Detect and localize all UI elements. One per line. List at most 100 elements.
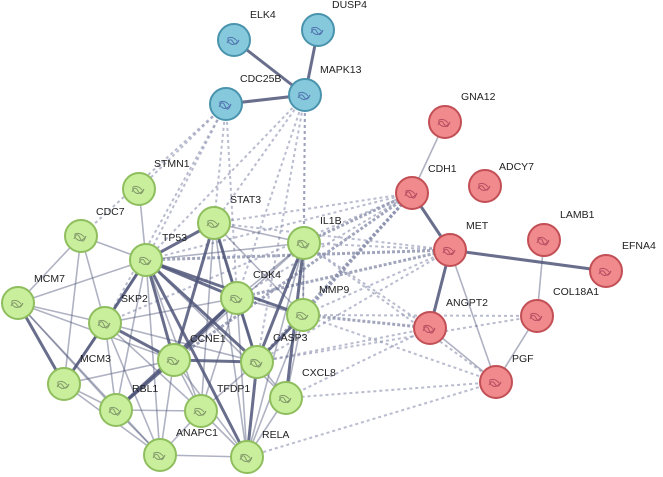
- node-circle[interactable]: [230, 440, 264, 474]
- node-circle[interactable]: [184, 394, 218, 428]
- protein-structure-icon: [598, 267, 612, 276]
- node-label: PGF: [512, 353, 534, 365]
- node-circle[interactable]: [468, 169, 502, 203]
- node-ccne1[interactable]: CCNE1: [157, 333, 226, 377]
- node-circle[interactable]: [157, 343, 191, 377]
- node-circle[interactable]: [88, 306, 122, 340]
- protein-structure-icon: [56, 380, 70, 389]
- protein-structure-icon: [218, 100, 232, 110]
- node-skp2[interactable]: SKP2: [88, 293, 148, 340]
- node-circle[interactable]: [301, 13, 335, 47]
- node-gna12[interactable]: GNA12: [428, 91, 496, 139]
- node-circle[interactable]: [1, 286, 35, 320]
- node-circle[interactable]: [433, 233, 467, 267]
- node-tfdp1[interactable]: TFDP1: [184, 383, 250, 428]
- node-label: LAMB1: [560, 209, 595, 221]
- node-circle[interactable]: [479, 365, 513, 399]
- edge-stat3-ccne1: [172, 222, 216, 361]
- edge-il1b-casp3: [255, 242, 306, 363]
- node-circle[interactable]: [428, 105, 462, 139]
- node-cxcl8[interactable]: CXCL8: [269, 367, 336, 415]
- node-stmn1[interactable]: STMN1: [122, 158, 190, 206]
- node-label: CCNE1: [190, 333, 226, 345]
- protein-structure-icon: [249, 358, 263, 368]
- edge-cdh1-tp53: [145, 192, 413, 261]
- edge-cdh1-cdk4: [236, 192, 413, 299]
- node-lamb1[interactable]: LAMB1: [527, 209, 595, 257]
- edge-cdc25b-cdk4: [225, 103, 238, 299]
- protein-structure-icon: [108, 406, 122, 416]
- node-circle[interactable]: [99, 393, 133, 427]
- node-mcm7[interactable]: MCM7: [1, 273, 65, 320]
- node-label: ADCY7: [499, 161, 534, 173]
- node-casp3[interactable]: CASP3: [240, 332, 308, 379]
- protein-structure-icon: [97, 319, 111, 329]
- node-circle[interactable]: [589, 254, 623, 288]
- node-rbl1[interactable]: RBL1: [99, 383, 158, 427]
- node-met[interactable]: MET: [433, 220, 489, 267]
- node-angpt2[interactable]: ANGPT2: [413, 297, 488, 345]
- protein-structure-icon: [229, 294, 243, 304]
- node-label: STAT3: [230, 194, 261, 206]
- edge-pgf-il1b: [303, 242, 497, 383]
- node-cdc7[interactable]: CDC7: [64, 206, 125, 253]
- node-mcm3[interactable]: MCM3: [47, 353, 111, 401]
- edge-tp53-casp3: [144, 258, 259, 364]
- edge-met-cdk4: [236, 248, 451, 300]
- node-efna4[interactable]: EFNA4: [589, 240, 656, 288]
- node-circle[interactable]: [288, 78, 322, 112]
- node-cdc25b[interactable]: CDC25B: [209, 73, 281, 121]
- node-dusp4[interactable]: DUSP4: [301, 0, 367, 47]
- node-label: ELK4: [250, 9, 276, 21]
- node-cdh1[interactable]: CDH1: [395, 163, 457, 210]
- node-circle[interactable]: [122, 172, 156, 206]
- node-circle[interactable]: [143, 438, 177, 472]
- node-mapk13[interactable]: MAPK13: [288, 64, 362, 112]
- edge-mapk13-mmp9: [302, 94, 306, 316]
- node-circle[interactable]: [395, 176, 429, 210]
- node-adcy7[interactable]: ADCY7: [468, 161, 534, 203]
- node-circle[interactable]: [240, 345, 274, 379]
- node-circle[interactable]: [197, 206, 231, 240]
- node-elk4[interactable]: ELK4: [217, 9, 276, 57]
- edge-met-mmp9: [302, 249, 451, 316]
- edge-angpt2-cxcl8: [285, 327, 431, 399]
- node-circle[interactable]: [269, 381, 303, 415]
- protein-structure-icon: [296, 239, 310, 249]
- node-circle[interactable]: [287, 226, 321, 260]
- node-circle[interactable]: [129, 243, 163, 277]
- node-circle[interactable]: [47, 367, 81, 401]
- node-pgf[interactable]: PGF: [479, 353, 534, 399]
- node-label: CASP3: [273, 332, 308, 344]
- node-label: MET: [466, 220, 489, 232]
- node-mmp9[interactable]: MMP9: [286, 284, 349, 332]
- node-label: GNA12: [461, 91, 496, 103]
- node-label: RELA: [262, 429, 289, 441]
- node-label: COL18A1: [553, 286, 599, 298]
- node-circle[interactable]: [217, 23, 251, 57]
- edge-mapk13-stat3: [213, 94, 306, 224]
- node-tp53[interactable]: TP53: [129, 232, 187, 277]
- node-stat3[interactable]: STAT3: [197, 194, 261, 240]
- protein-structure-icon: [152, 451, 166, 461]
- node-cdk4[interactable]: CDK4: [220, 269, 281, 315]
- node-il1b[interactable]: IL1B: [287, 215, 342, 260]
- node-circle[interactable]: [413, 311, 447, 345]
- node-circle[interactable]: [527, 223, 561, 257]
- node-label: EFNA4: [622, 240, 656, 252]
- node-rela[interactable]: RELA: [230, 429, 289, 474]
- edge-col18a1-casp3: [256, 315, 538, 363]
- node-anapc1[interactable]: ANAPC1: [143, 427, 218, 472]
- node-circle[interactable]: [520, 299, 554, 333]
- protein-structure-icon: [310, 26, 324, 36]
- node-circle[interactable]: [220, 281, 254, 315]
- node-circle[interactable]: [286, 298, 320, 332]
- node-circle[interactable]: [64, 219, 98, 253]
- node-col18a1[interactable]: COL18A1: [520, 286, 599, 333]
- edge-cdc25b-tp53: [145, 103, 227, 261]
- protein-structure-icon: [206, 219, 220, 228]
- edge-angpt2-mmp9: [302, 313, 431, 330]
- node-circle[interactable]: [209, 87, 243, 121]
